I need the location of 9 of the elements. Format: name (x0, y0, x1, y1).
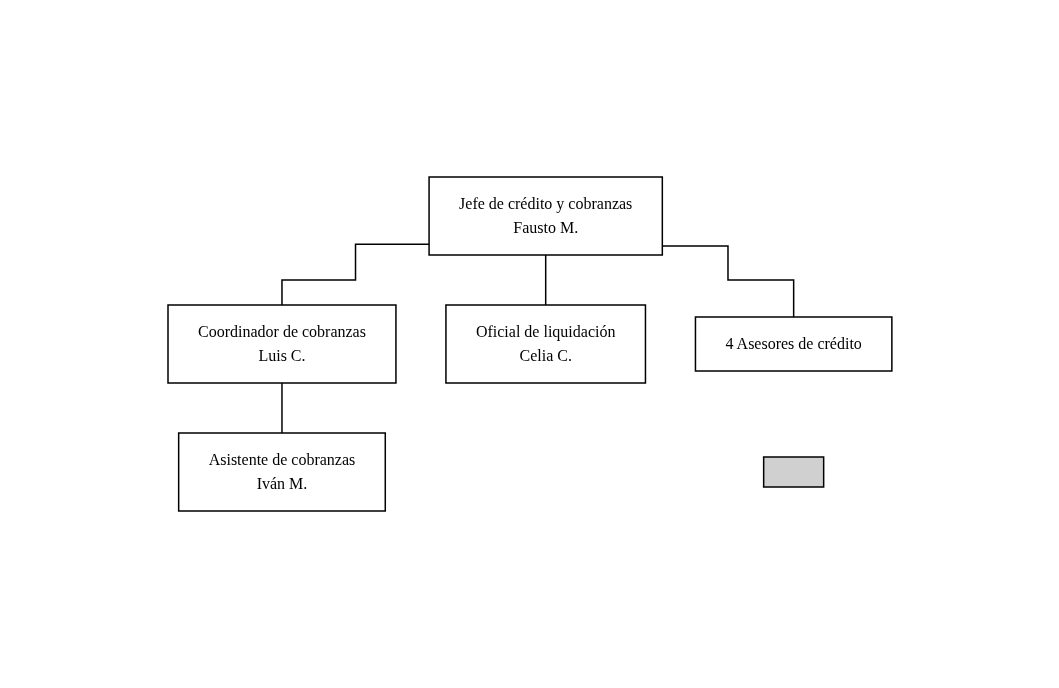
node-box: Coordinador de cobranzas Luis C. (166, 304, 397, 384)
connector (661, 245, 794, 318)
connector (544, 254, 546, 306)
node-box: Oficial de liquidación Celia C. (444, 304, 646, 384)
node-box: Jefe de crédito y cobranzas Fausto M. (427, 176, 663, 256)
connector (280, 382, 283, 434)
node-box: 4 Asesores de crédito (694, 316, 893, 372)
node-box: Asistente de cobranzas Iván M. (177, 432, 386, 512)
node-bar (762, 456, 824, 488)
